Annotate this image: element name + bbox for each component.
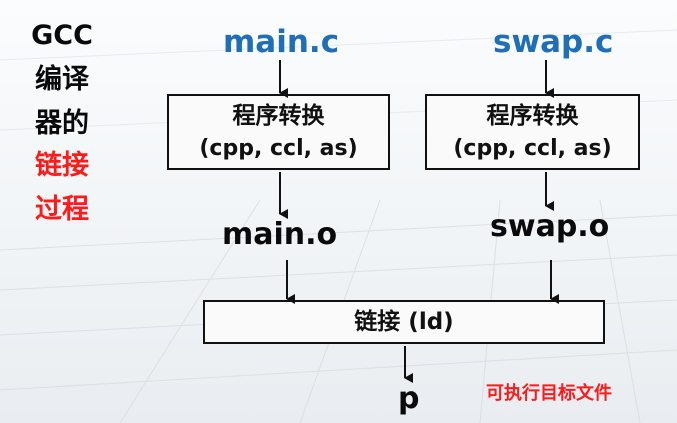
translator-box-right: 程序转换 (cpp, ccl, as) xyxy=(425,94,640,170)
linker-label: 链接 (ld) xyxy=(354,309,454,335)
translator-tools: (cpp, ccl, as) xyxy=(453,136,612,161)
translator-title: 程序转换 xyxy=(232,103,325,129)
source-file-main: main.c xyxy=(223,24,340,60)
side-title-line-1: GCC xyxy=(31,20,93,51)
side-title-line-5: 过程 xyxy=(35,194,89,225)
output-note: 可执行目标文件 xyxy=(486,383,612,404)
source-file-swap: swap.c xyxy=(493,24,614,60)
object-file-main: main.o xyxy=(222,217,338,252)
translator-box-left: 程序转换 (cpp, ccl, as) xyxy=(167,94,390,170)
translator-title: 程序转换 xyxy=(486,103,579,129)
side-title-line-2: 编译 xyxy=(35,64,89,95)
linker-box: 链接 (ld) xyxy=(203,300,605,344)
output-file: p xyxy=(398,381,420,416)
side-title-line-3: 器的 xyxy=(35,108,89,139)
side-title-line-4: 链接 xyxy=(35,150,89,181)
translator-tools: (cpp, ccl, as) xyxy=(199,136,358,161)
object-file-swap: swap.o xyxy=(490,209,610,244)
